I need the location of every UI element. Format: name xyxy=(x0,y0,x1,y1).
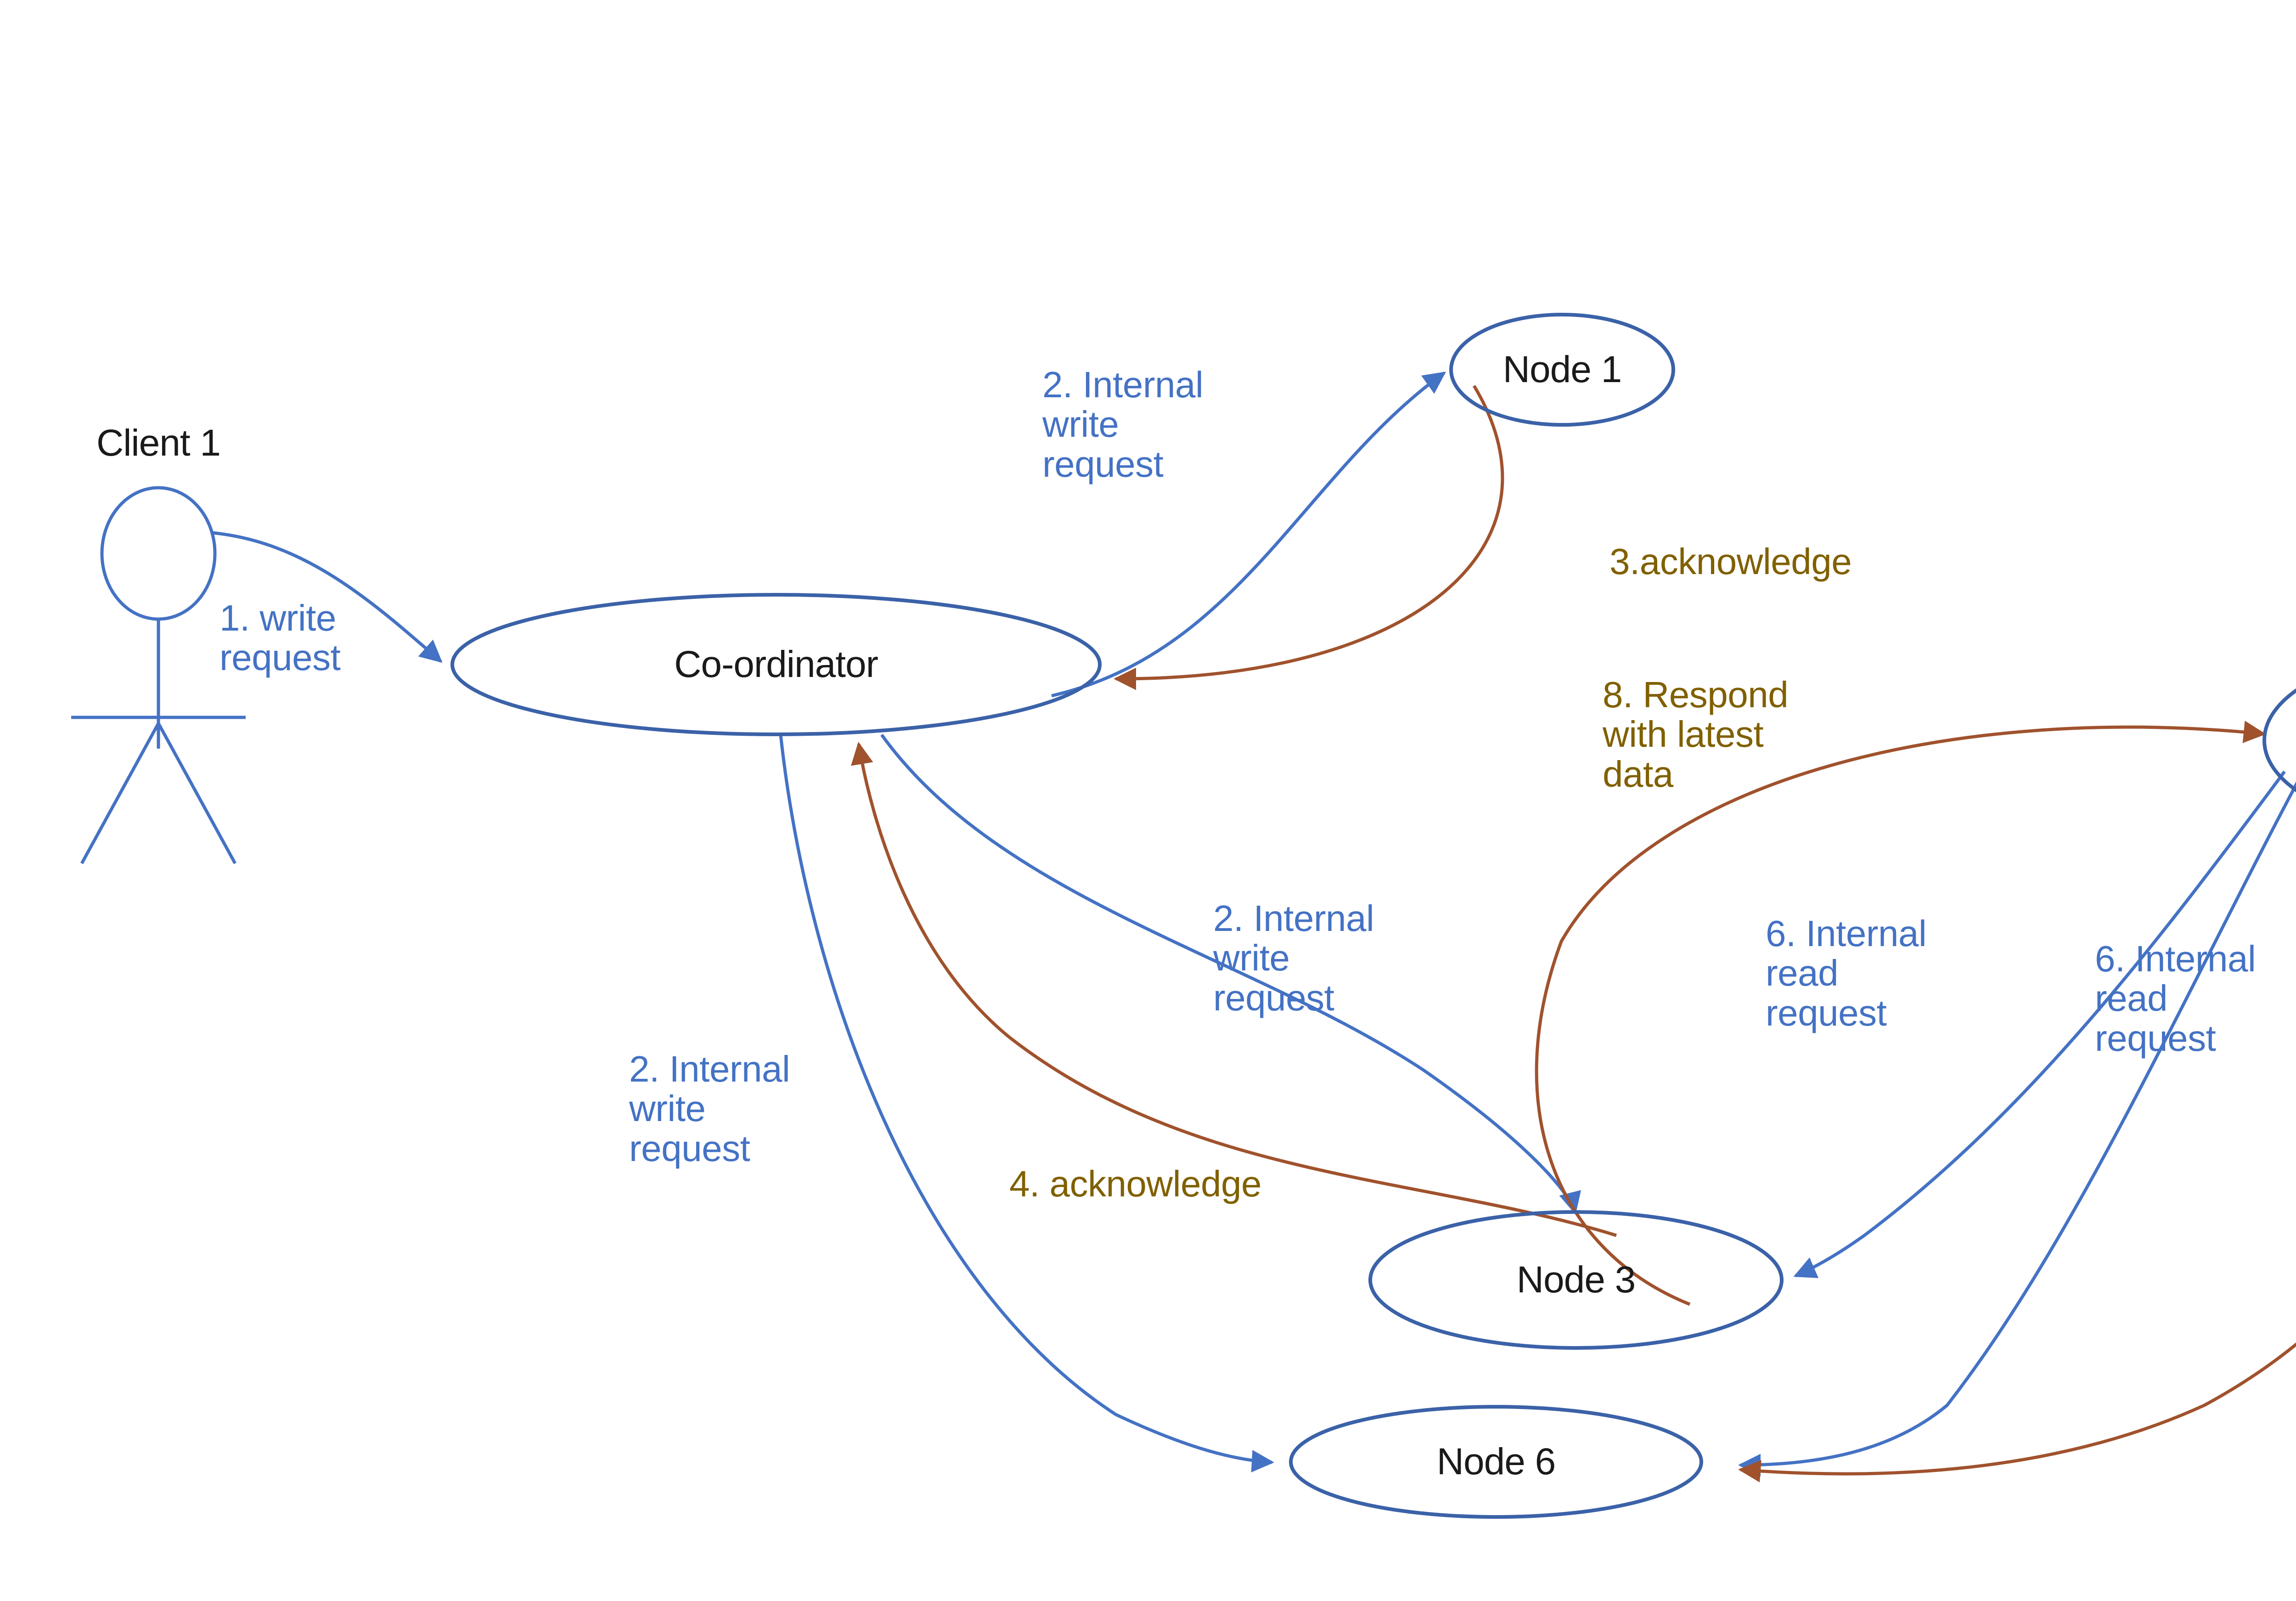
edge-2b-internal-write-request xyxy=(880,733,1581,1215)
edge-label-1-write-request: 1. write request xyxy=(219,598,341,678)
edge-label-8-respond-with-latest-data: 8. Respond with latest data xyxy=(1603,674,1789,795)
edge-label-6b-internal-read-request: 6. Internal read request xyxy=(2095,938,2256,1059)
edge-6b-internal-read-request xyxy=(1738,781,2296,1477)
node-coordinator-right[interactable] xyxy=(2262,655,2296,825)
node-node-3[interactable] xyxy=(1368,1210,1784,1350)
edge-label-2c-internal-write-request: 2. Internal write request xyxy=(629,1049,790,1169)
edge-label-6a-internal-read-request: 6. Internal read request xyxy=(1766,913,1927,1033)
actor-label-client-1: Client 1 xyxy=(96,422,221,464)
edge-7-respond-with-stale-data xyxy=(1738,1342,2296,1483)
node-label-node-1: Node 1 xyxy=(1503,349,1622,390)
node-label-node-3: Node 3 xyxy=(1516,1259,1636,1301)
edge-8-respond-with-latest-data xyxy=(1535,721,2266,1306)
edge-label-2b-internal-write-request: 2. Internal write request xyxy=(1213,898,1374,1018)
client-1-leg-left xyxy=(80,722,160,864)
node-node-6[interactable] xyxy=(1289,1405,1703,1519)
client-1-head-icon xyxy=(100,486,217,621)
edge-6a-internal-read-request xyxy=(1793,770,2286,1278)
edge-1-write-request xyxy=(212,531,443,663)
node-coordinator-left[interactable] xyxy=(450,593,1102,736)
actor-client-1 xyxy=(71,486,246,864)
edge-2c-internal-write-request xyxy=(779,734,1274,1472)
node-node-1[interactable] xyxy=(1449,313,1675,427)
node-label-node-6: Node 6 xyxy=(1436,1441,1556,1483)
edge-4-acknowledge xyxy=(851,742,1617,1237)
node-label-coordinator-left: Co-ordinator xyxy=(674,643,878,685)
edge-label-2a-internal-write-request: 2. Internal write request xyxy=(1042,364,1204,485)
edge-label-4-acknowledge: 4. acknowledge xyxy=(1009,1163,1261,1204)
edge-label-3-acknowledge: 3.acknowledge xyxy=(1609,541,1852,582)
edge-3-acknowledge xyxy=(1114,385,1504,690)
client-1-leg-right xyxy=(157,722,237,864)
